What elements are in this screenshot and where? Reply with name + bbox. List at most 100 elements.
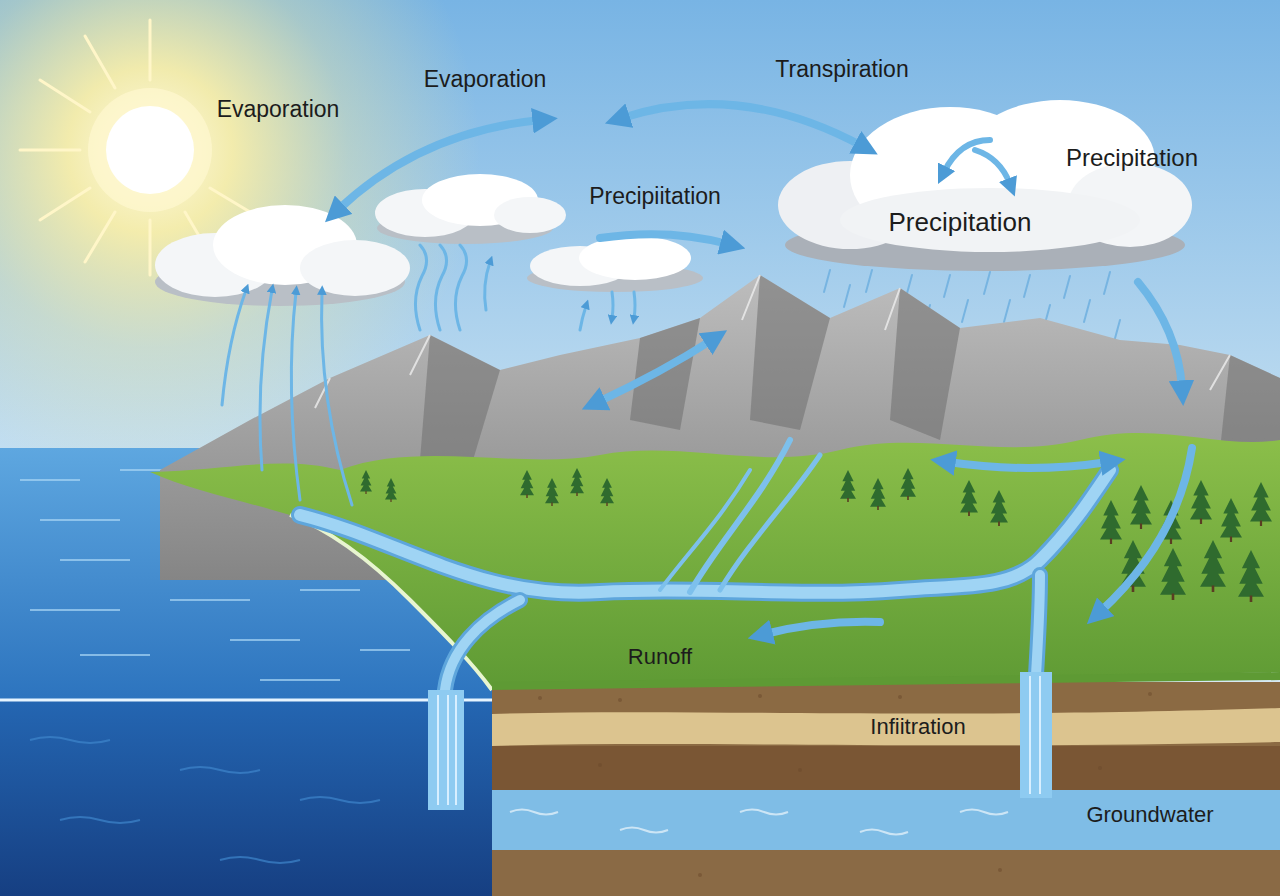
- soil-grains: [538, 692, 1152, 877]
- mountain-shadow: [890, 288, 960, 440]
- vapour-arrow: [485, 262, 490, 310]
- ridge-lines: [315, 275, 1230, 408]
- rivers: [300, 440, 1110, 690]
- mountain-ridges: [315, 275, 1230, 408]
- process-label: Precipitation: [1066, 145, 1198, 171]
- process-label: Transpiration: [775, 57, 908, 82]
- cloud-puff: [579, 236, 691, 280]
- process-label: Precipitation: [888, 208, 1031, 237]
- soil-cross-section: [492, 682, 1280, 896]
- cloud-cycle-arrow: [975, 150, 1010, 184]
- pine-tree: [570, 468, 584, 496]
- sun-ray: [149, 20, 152, 80]
- vapour-line: [435, 245, 446, 330]
- pine-tree: [1250, 482, 1272, 526]
- mountain-stream: [660, 470, 750, 590]
- waterfall-streaks: [438, 676, 1040, 805]
- infiltration-layer: [492, 708, 1280, 746]
- pine-tree: [385, 478, 397, 502]
- waterfall: [1020, 672, 1052, 798]
- sun-ray: [149, 220, 152, 275]
- transpiration-arrow: [622, 104, 862, 146]
- river: [1036, 575, 1040, 675]
- sun-ray: [20, 149, 80, 152]
- ocean-edge: [0, 699, 492, 702]
- groundwater-layer: [492, 790, 1280, 850]
- pine-tree: [840, 470, 856, 502]
- pine-tree: [1130, 485, 1152, 529]
- process-label: Evaporation: [424, 67, 547, 92]
- soil-grain: [598, 763, 602, 767]
- soil-grain: [538, 696, 542, 700]
- soil-grain: [1098, 766, 1102, 770]
- soil-grain: [1148, 692, 1152, 696]
- soil-grain: [798, 768, 802, 772]
- vapour-arrow: [580, 306, 586, 330]
- forest: [360, 468, 1272, 602]
- soil-grain: [618, 698, 622, 702]
- pine-tree: [1100, 500, 1122, 544]
- streak-lines: [438, 676, 1040, 805]
- river-bank: [445, 600, 520, 690]
- pine-tree: [990, 490, 1008, 526]
- cloud-puff: [840, 188, 1140, 252]
- pine-tree: [900, 468, 916, 500]
- bedrock-layer: [492, 850, 1280, 896]
- pine-tree: [1238, 550, 1264, 602]
- pine-tree: [360, 470, 372, 494]
- groundwater-waves: [510, 810, 1008, 835]
- precipitation-arrow: [1138, 282, 1182, 388]
- flow-arrow: [1100, 448, 1192, 612]
- evaporation-arrow: [291, 292, 300, 500]
- cloud: [778, 100, 1192, 271]
- rain-arrow: [612, 292, 613, 318]
- precipitation-arrow: [600, 234, 728, 244]
- mountain-shadow: [750, 275, 830, 430]
- pine-tree: [1200, 540, 1226, 592]
- pine-tree: [600, 478, 614, 506]
- pine-tree: [960, 480, 978, 516]
- cloud-puff: [494, 197, 566, 233]
- subsoil-layer: [492, 746, 1280, 790]
- river: [300, 470, 1110, 593]
- process-arrows: [222, 104, 1192, 634]
- soil-grain: [998, 868, 1002, 872]
- pine-tree: [1220, 498, 1242, 542]
- cloud: [375, 174, 566, 244]
- soil-grain: [758, 694, 762, 698]
- grass-edge: [492, 672, 1280, 690]
- cloud-puff: [300, 240, 410, 296]
- wave-lines: [30, 737, 380, 863]
- process-label: Infiitration: [870, 715, 965, 739]
- mountain-flow-arrow: [598, 340, 712, 402]
- sun-halo: [88, 88, 212, 212]
- sun-ray: [85, 36, 115, 88]
- soil-grain: [898, 695, 902, 699]
- process-label: Runoff: [628, 645, 692, 669]
- process-label: Evaporation: [217, 97, 340, 122]
- runoff-arrow: [765, 622, 880, 634]
- ocean-cross-section: [0, 700, 492, 896]
- mountain-shadow: [420, 335, 500, 470]
- pine-tree: [520, 470, 534, 498]
- pine-tree: [1160, 548, 1186, 600]
- pine-tree: [545, 478, 559, 506]
- sun: [106, 106, 194, 194]
- soil-grain: [698, 873, 702, 877]
- sun-ray: [40, 80, 90, 112]
- evaporation-arrow: [260, 290, 272, 470]
- cloud: [155, 205, 410, 306]
- evaporation-arrow: [338, 120, 540, 210]
- pine-tree: [870, 478, 886, 510]
- pine-tree: [1190, 480, 1212, 524]
- land-surface: [150, 433, 1280, 690]
- mountain-shadow: [630, 318, 700, 430]
- evaporation-arrow: [222, 290, 246, 405]
- evaporation-arrow: [322, 292, 352, 505]
- waterfall: [428, 690, 464, 810]
- forest-flow-arrow: [948, 462, 1108, 468]
- river: [445, 600, 520, 690]
